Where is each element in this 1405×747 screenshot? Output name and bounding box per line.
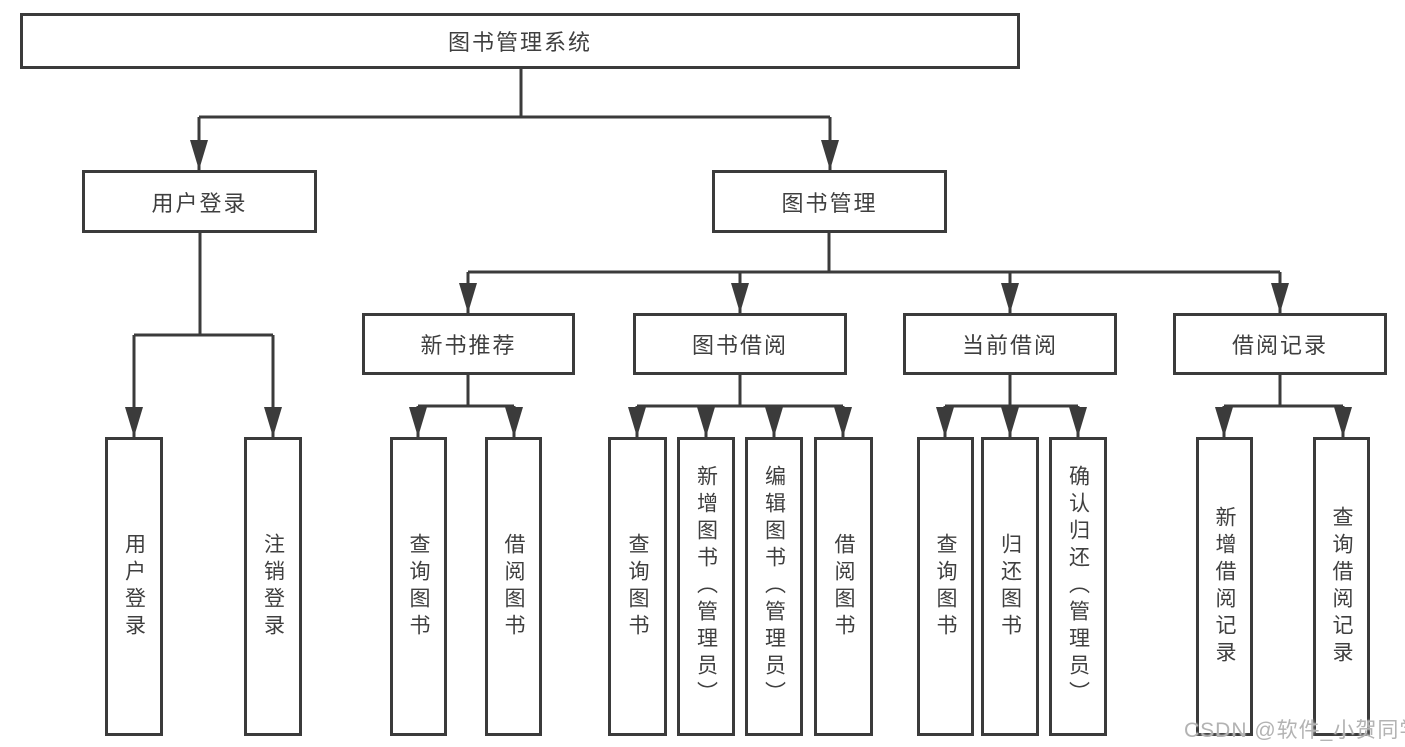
leaf-label: 查询图书 xyxy=(626,532,649,641)
leaf-records-query-record: 查询借阅记录 xyxy=(1313,437,1370,736)
leaf-recommend-borrow-book: 借阅图书 xyxy=(485,437,542,736)
leaf-recommend-query-book: 查询图书 xyxy=(390,437,447,736)
leaf-logout: 注销登录 xyxy=(244,437,302,736)
csdn-watermark: CSDN @软件_小贺同学 xyxy=(1184,719,1405,742)
node-label: 当前借阅 xyxy=(961,333,1058,358)
leaf-label: 用户登录 xyxy=(122,532,146,641)
leaf-current-query-book: 查询图书 xyxy=(917,437,974,736)
leaf-label: 借阅图书 xyxy=(502,532,525,641)
leaf-records-add-record: 新增借阅记录 xyxy=(1196,437,1253,736)
leaf-label: 新增借阅记录 xyxy=(1213,505,1236,668)
leaf-label: 编辑图书（管理员） xyxy=(762,465,786,708)
node-root-system: 图书管理系统 xyxy=(20,13,1020,69)
leaf-user-login: 用户登录 xyxy=(105,437,163,736)
leaf-borrow-query-book: 查询图书 xyxy=(608,437,667,736)
node-label: 用户登录 xyxy=(151,190,248,216)
leaf-label: 查询借阅记录 xyxy=(1330,505,1353,668)
leaf-label: 查询图书 xyxy=(407,532,430,641)
leaf-current-confirm-return-admin: 确认归还（管理员） xyxy=(1049,437,1107,736)
node-borrow-records: 借阅记录 xyxy=(1173,313,1387,375)
node-book-management: 图书管理 xyxy=(712,170,947,233)
node-book-borrow: 图书借阅 xyxy=(633,313,847,375)
connector-lines xyxy=(134,69,1343,408)
node-current-borrow: 当前借阅 xyxy=(903,313,1117,375)
leaf-label: 查询图书 xyxy=(934,532,957,641)
leaf-current-return-book: 归还图书 xyxy=(981,437,1039,736)
leaf-borrow-edit-book-admin: 编辑图书（管理员） xyxy=(745,437,803,736)
leaf-label: 新增图书（管理员） xyxy=(694,465,718,708)
leaf-label: 确认归还（管理员） xyxy=(1066,465,1090,708)
leaf-borrow-borrow-book: 借阅图书 xyxy=(814,437,873,736)
connector-arrows xyxy=(125,117,1352,437)
node-new-book-recommend: 新书推荐 xyxy=(362,313,575,375)
node-label: 借阅记录 xyxy=(1231,333,1328,358)
node-label: 新书推荐 xyxy=(420,333,517,358)
leaf-label: 借阅图书 xyxy=(832,532,855,641)
leaf-label: 归还图书 xyxy=(998,532,1022,641)
node-label: 图书借阅 xyxy=(691,333,788,358)
leaf-borrow-add-book-admin: 新增图书（管理员） xyxy=(677,437,735,736)
node-label: 图书管理系统 xyxy=(447,30,592,55)
node-user-login: 用户登录 xyxy=(82,170,317,233)
node-label: 图书管理 xyxy=(781,190,878,216)
leaf-label: 注销登录 xyxy=(261,532,285,641)
